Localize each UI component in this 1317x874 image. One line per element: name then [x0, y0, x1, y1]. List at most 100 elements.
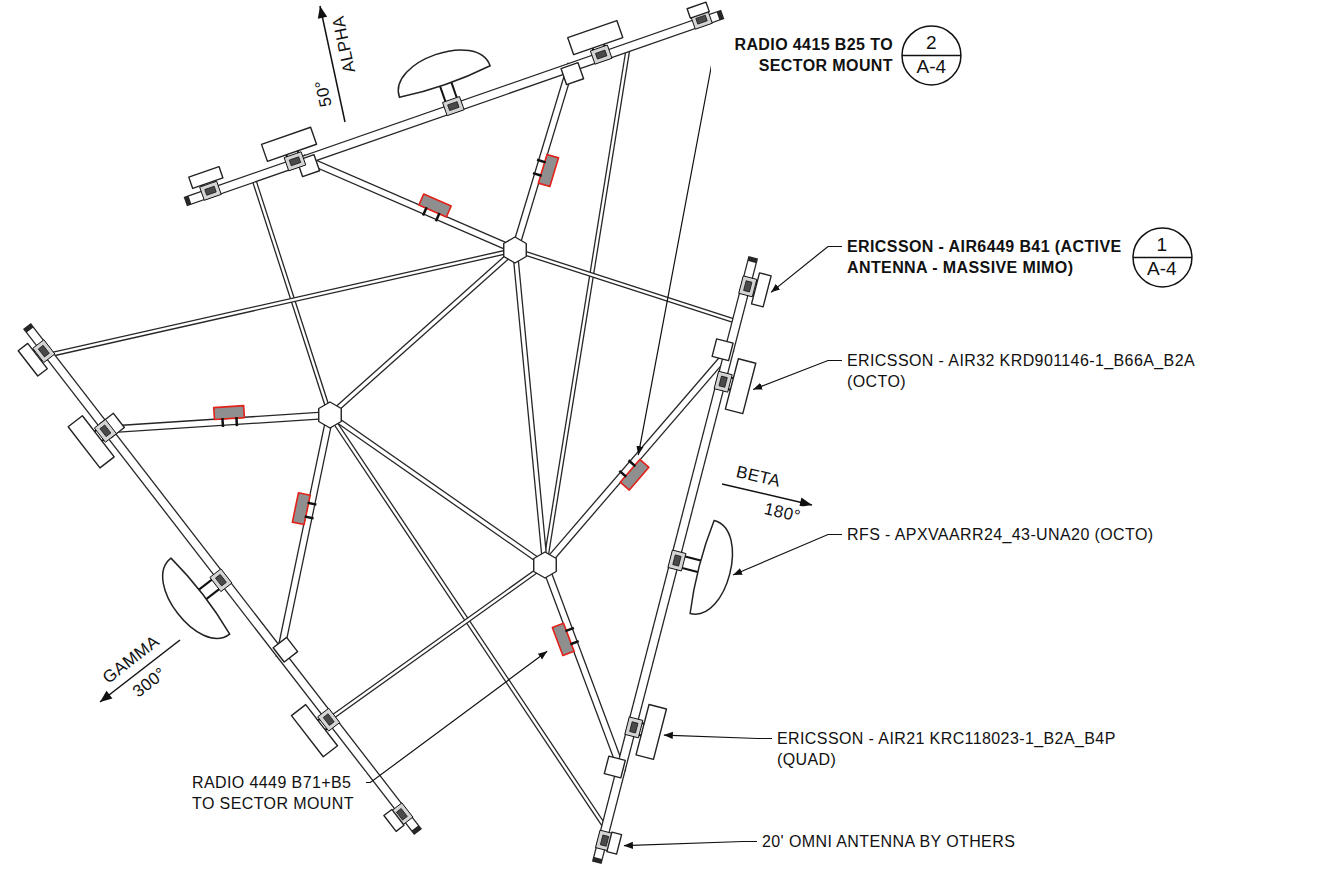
part-label: ERICSSON - AIR32 KRD901146-1_B66A_B2A (O… [845, 350, 1219, 392]
standoff-arm-edge [306, 160, 515, 250]
panel-antenna [18, 343, 47, 376]
radio-unit [552, 623, 574, 655]
tie-member-edge [515, 250, 737, 322]
callout-bubble: 1A-4 [1132, 227, 1193, 288]
radio-bracket [533, 173, 542, 176]
panel-antenna [568, 21, 623, 55]
arm-plate [604, 756, 625, 778]
radio-bracket [308, 503, 317, 505]
callout-circle [1133, 228, 1192, 287]
mount-clamp [100, 425, 111, 437]
mount-clamp [673, 555, 681, 566]
pipe-mount [668, 550, 686, 571]
lens-antenna [163, 558, 230, 638]
center-member [515, 250, 545, 565]
leader-lines [356, 45, 842, 846]
callout-bubble: 2A-4 [901, 25, 962, 86]
center-member-edge [330, 415, 545, 565]
leader-line [733, 535, 842, 576]
center-member [330, 415, 545, 565]
corner-plate [534, 552, 557, 578]
radio-bracket [629, 460, 636, 466]
pipe-mount [443, 97, 465, 116]
radio-bracket [436, 213, 440, 221]
mount-clamp [696, 15, 707, 24]
sheet-reference: A-4 [1147, 258, 1177, 280]
face-pipe-edge [30, 330, 415, 828]
tie-member [49, 250, 515, 355]
callout-divider [902, 54, 961, 56]
leader-line [638, 45, 729, 456]
radio-unit [292, 493, 310, 525]
mount-clamp [719, 376, 727, 387]
mount-clamp [38, 345, 49, 357]
face-pipe-edge [598, 262, 752, 858]
mount-clamp [595, 50, 606, 59]
radio-bracket [423, 207, 427, 215]
azimuth-value: 50° [310, 76, 337, 111]
face-pipe [598, 262, 752, 858]
panel-antenna [687, 2, 709, 18]
part-label: RADIO 4415 B25 TO SECTOR MOUNT [711, 34, 895, 76]
radio-bracket [565, 628, 573, 631]
pipe-mount [210, 569, 232, 592]
radio-bracket [570, 641, 578, 644]
sector-name: BETA [732, 460, 784, 492]
tie-member [515, 250, 737, 322]
standoff-arm [280, 415, 330, 654]
pipe-mount [625, 717, 643, 738]
standoff-arm-edge [515, 68, 570, 250]
radio-unit [538, 154, 558, 186]
sector-name: ALPHA [327, 12, 361, 77]
leader-line [664, 735, 772, 738]
mount-clamp [205, 186, 216, 195]
center-member-edge [330, 250, 515, 415]
part-label: 20' OMNI ANTENNA BY OTHERS [760, 831, 1017, 852]
panel-antenna [607, 832, 622, 854]
standoff-arm [545, 565, 621, 769]
mount-clamp [744, 281, 752, 292]
callout-number: 2 [926, 32, 937, 54]
mount-clamp [215, 574, 226, 586]
mount-clamp [289, 157, 300, 166]
panel-antenna [291, 705, 337, 757]
radio-bracket [305, 517, 314, 519]
mount-clamp [448, 102, 459, 111]
panel-antenna [189, 167, 223, 189]
standoff-arm [306, 160, 515, 250]
corner-plate [504, 237, 527, 263]
leader-line [753, 361, 842, 390]
standoff-arm [515, 68, 570, 250]
face-pipe-edge [190, 16, 718, 200]
mount-clamp [323, 714, 334, 726]
face-pipe [190, 16, 718, 200]
part-label: ERICSSON - AIR6449 B41 (ACTIVE ANTENNA -… [845, 236, 1149, 278]
panel-antenna [262, 127, 317, 161]
panel-antenna [725, 359, 755, 414]
tie-member-edge [49, 250, 515, 355]
leader-line [624, 842, 757, 846]
arm-plate [561, 63, 584, 85]
radio-bracket [537, 160, 546, 163]
arm-plate [273, 637, 297, 662]
mount-clamp [630, 722, 638, 733]
face-pipe [30, 330, 415, 828]
radio-unit [620, 459, 649, 490]
part-label: RFS - APXVAARR24_43-UNA20 (OCTO) [845, 524, 1156, 545]
corner-plate [319, 402, 342, 428]
radio-unit [419, 194, 451, 217]
standoff-arm-edge [280, 415, 330, 654]
lens-antenna [398, 50, 490, 97]
leader-line [356, 651, 547, 782]
radio-bracket [235, 417, 238, 426]
leader-line [771, 247, 842, 293]
radio-unit [214, 406, 245, 420]
callout-divider [1133, 256, 1192, 258]
arm-plate [712, 339, 733, 361]
center-member [330, 250, 515, 415]
panel-antenna [636, 704, 666, 759]
callout-circle [902, 26, 961, 85]
mount-clamp [600, 835, 608, 846]
tie-member [330, 565, 545, 718]
